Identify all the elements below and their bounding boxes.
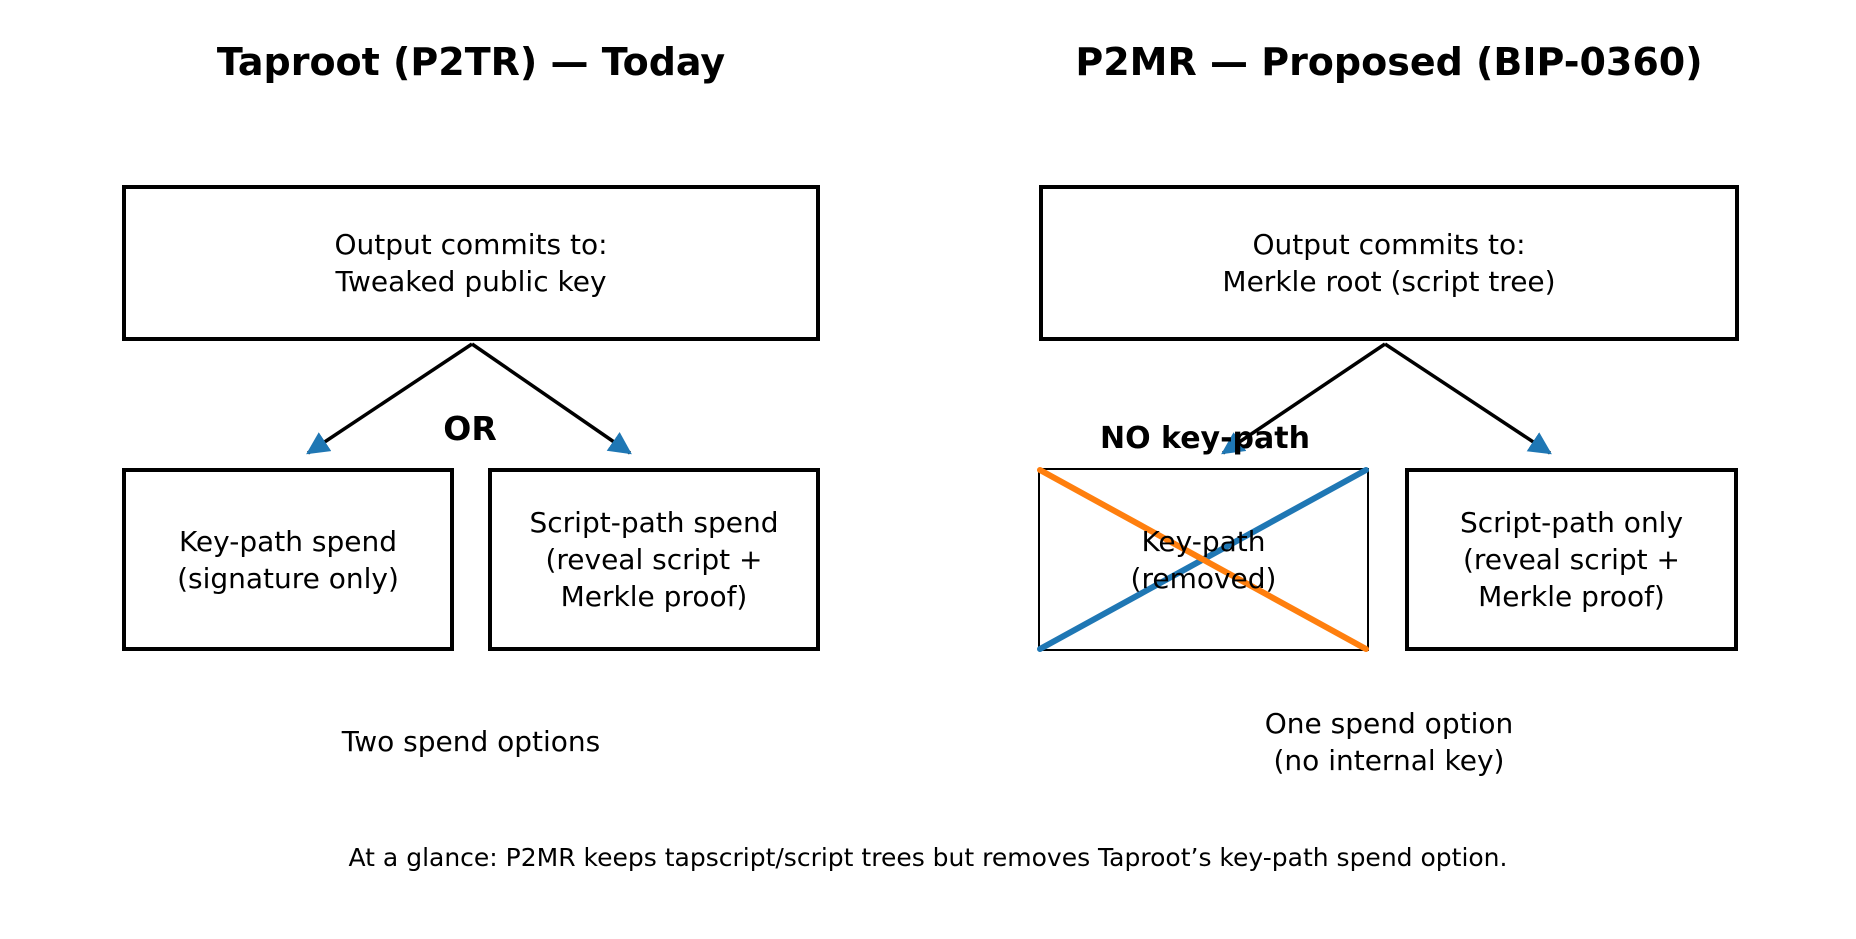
or-label: OR bbox=[443, 409, 497, 448]
footer-note: At a glance: P2MR keeps tapscript/script… bbox=[348, 843, 1508, 872]
right-output-line2: Merkle root (script tree) bbox=[1222, 265, 1556, 298]
removed-keypath-box: Key-path (removed) bbox=[1038, 468, 1369, 651]
scriptpath-line1: Script-path spend bbox=[529, 506, 779, 539]
right-output-box-text: Output commits to: Merkle root (script t… bbox=[1222, 226, 1555, 300]
scriptonly-line2: (reveal script + bbox=[1462, 543, 1681, 576]
right-panel-title: P2MR — Proposed (BIP-0360) bbox=[1075, 40, 1703, 84]
scriptpath-line3: Merkle proof) bbox=[560, 580, 748, 613]
left-caption-line1: Two spend options bbox=[341, 725, 601, 758]
keypath-spend-box: Key-path spend (signature only) bbox=[122, 468, 454, 651]
removed-line1: Key-path bbox=[1141, 524, 1266, 558]
scriptonly-line1: Script-path only bbox=[1459, 506, 1684, 539]
scriptonly-box: Script-path only (reveal script + Merkle… bbox=[1405, 468, 1738, 651]
right-output-box: Output commits to: Merkle root (script t… bbox=[1039, 185, 1739, 341]
right-arrow-to-scriptonly bbox=[1384, 342, 1552, 455]
left-output-line2: Tweaked public key bbox=[335, 265, 607, 298]
scriptpath-spend-text: Script-path spend (reveal script + Merkl… bbox=[530, 504, 779, 615]
right-caption-line1: One spend option bbox=[1264, 707, 1514, 740]
left-output-box-text: Output commits to: Tweaked public key bbox=[334, 226, 607, 300]
right-output-line1: Output commits to: bbox=[1252, 228, 1526, 261]
right-caption: One spend option (no internal key) bbox=[1039, 705, 1739, 779]
left-output-box: Output commits to: Tweaked public key bbox=[122, 185, 820, 341]
left-panel-title: Taproot (P2TR) — Today bbox=[216, 40, 726, 84]
right-caption-line2: (no internal key) bbox=[1273, 744, 1505, 777]
scriptpath-spend-box: Script-path spend (reveal script + Merkl… bbox=[488, 468, 820, 651]
no-keypath-label: NO key-path bbox=[1100, 421, 1310, 456]
left-output-line1: Output commits to: bbox=[334, 228, 608, 261]
removed-keypath-text: Key-path (removed) bbox=[1131, 523, 1277, 597]
keypath-spend-text: Key-path spend (signature only) bbox=[177, 523, 399, 597]
scriptonly-line3: Merkle proof) bbox=[1478, 580, 1665, 613]
keypath-line1: Key-path spend bbox=[178, 524, 398, 558]
scriptonly-text: Script-path only (reveal script + Merkle… bbox=[1460, 504, 1683, 615]
removed-line2: (removed) bbox=[1130, 561, 1277, 595]
keypath-line2: (signature only) bbox=[177, 561, 399, 595]
left-caption: Two spend options bbox=[122, 723, 820, 760]
scriptpath-line2: (reveal script + bbox=[545, 543, 763, 576]
